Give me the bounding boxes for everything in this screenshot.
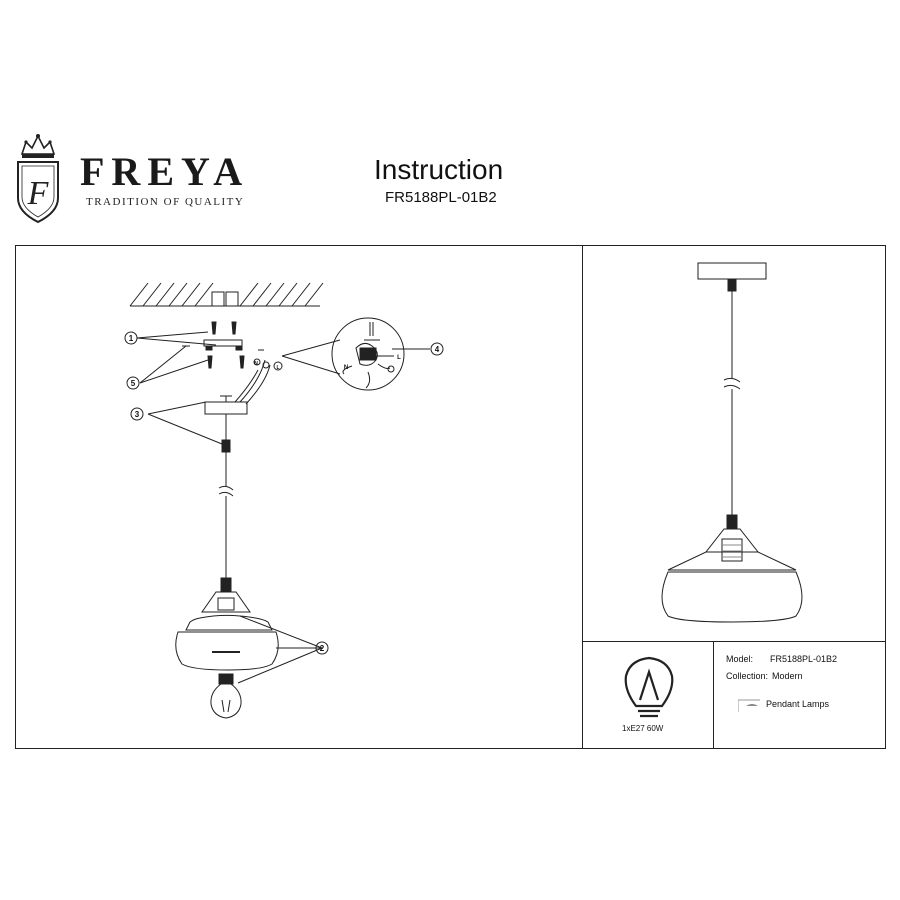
wire-label-neutral: N (344, 365, 348, 371)
callout-5: 5 (131, 379, 136, 388)
wiring-detail (331, 317, 405, 391)
callout-3: 3 (135, 410, 140, 419)
canopy-wire-label-live: L (276, 365, 279, 371)
bulb-icon (624, 656, 674, 718)
info-divider (582, 641, 885, 642)
model-label: Model: (726, 654, 754, 664)
category-label: Pendant Lamps (766, 699, 830, 709)
crest-letter: F (27, 175, 50, 212)
info-column-divider (713, 641, 714, 748)
lamp-cap (201, 591, 251, 613)
mounting-hardware (182, 321, 264, 369)
brand-name: FREYA (80, 149, 250, 194)
wire-label-live: L (397, 355, 401, 361)
collection-value: Modern (772, 671, 803, 681)
callout-4: 4 (435, 345, 440, 354)
bulb (210, 673, 242, 719)
collection-label: Collection: (726, 671, 769, 681)
panel-divider (582, 245, 583, 748)
callout-2: 2 (320, 644, 325, 653)
callout-1: 1 (129, 334, 134, 343)
shade (175, 614, 279, 671)
crest-logo-icon: F (17, 134, 59, 224)
finished-lamp-view (661, 262, 803, 623)
pendant-lamp-icon (738, 699, 760, 712)
model-value: FR5188PL-01B2 (770, 654, 838, 664)
canopy-wire-label-neutral: N (254, 361, 258, 367)
suspension-cord (218, 414, 234, 593)
callout-markers (124, 331, 444, 655)
document-code: FR5188PL-01B2 (385, 189, 497, 206)
ceiling-hatch (129, 282, 324, 307)
bulb-spec: 1xE27 60W (622, 724, 664, 733)
callout-leaders (136, 331, 430, 684)
brand-tagline: TRADITION OF QUALITY (86, 196, 245, 208)
document-title: Instruction (374, 154, 504, 185)
drawing-frame (15, 245, 886, 749)
